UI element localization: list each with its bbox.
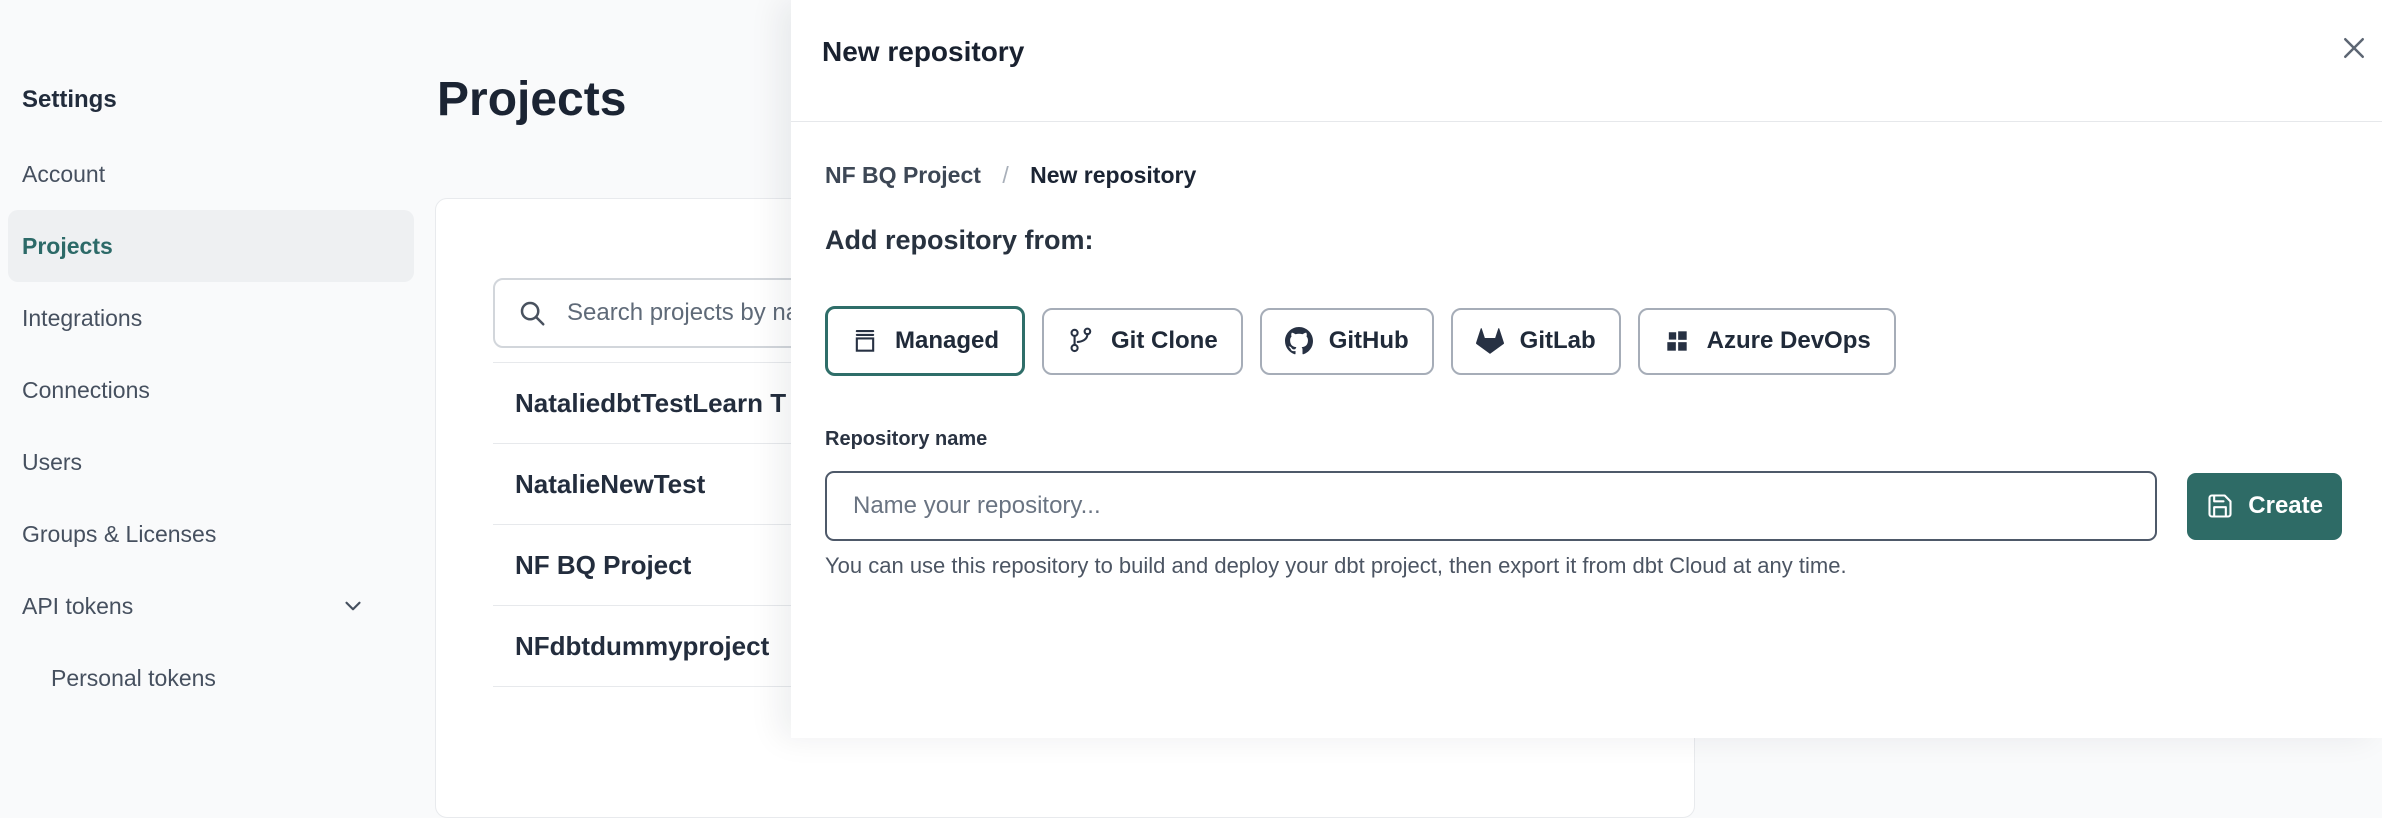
git-branch-icon xyxy=(1070,327,1092,353)
source-option-managed[interactable]: Managed xyxy=(825,306,1026,376)
modal-body: NF BQ Project / New repository Add repos… xyxy=(791,122,2382,579)
create-button[interactable]: Create xyxy=(2187,472,2342,540)
source-option-azure-devops[interactable]: Azure DevOps xyxy=(1637,307,1896,375)
sidebar-item-api-tokens[interactable]: API tokens xyxy=(8,570,414,642)
repository-name-row: Create xyxy=(825,471,2342,541)
sidebar-nav: Account Projects Integrations Connection… xyxy=(8,138,414,714)
repository-name-label: Repository name xyxy=(825,428,988,450)
sidebar-item-label: Account xyxy=(22,160,106,187)
source-option-label: Azure DevOps xyxy=(1706,327,1871,354)
sidebar-item-label: Integrations xyxy=(22,304,143,331)
search-icon xyxy=(520,301,545,326)
breadcrumb-separator: / xyxy=(1002,162,1009,188)
source-option-label: GitLab xyxy=(1519,327,1596,354)
sidebar-item-label: Personal tokens xyxy=(51,664,216,691)
new-repository-modal: New repository NF BQ Project / New repos… xyxy=(791,0,2382,738)
project-name: NatalieNewTest xyxy=(515,468,706,499)
create-button-label: Create xyxy=(2248,492,2323,519)
chevron-down-icon xyxy=(345,601,361,611)
source-option-github[interactable]: GitHub xyxy=(1259,307,1434,375)
save-icon xyxy=(2208,494,2232,518)
sidebar-title: Settings xyxy=(22,86,117,113)
sidebar-item-label: Projects xyxy=(22,232,113,259)
sidebar-item-connections[interactable]: Connections xyxy=(8,354,414,426)
section-heading: Add repository from: xyxy=(825,225,1094,255)
repository-icon xyxy=(855,330,875,352)
github-icon xyxy=(1284,327,1313,355)
project-name: NataliedbtTestLearn T xyxy=(515,387,787,418)
breadcrumb-current: New repository xyxy=(1030,162,1197,188)
sidebar-item-groups-licenses[interactable]: Groups & Licenses xyxy=(8,498,414,570)
sidebar-item-users[interactable]: Users xyxy=(8,426,414,498)
breadcrumb-parent[interactable]: NF BQ Project xyxy=(825,162,981,188)
modal-header: New repository xyxy=(791,0,2382,122)
sidebar-item-personal-tokens[interactable]: Personal tokens xyxy=(8,642,414,714)
sidebar-item-label: Groups & Licenses xyxy=(22,520,217,547)
sidebar-item-label: API tokens xyxy=(22,592,134,619)
sidebar-item-label: Connections xyxy=(22,376,150,403)
repository-name-input[interactable] xyxy=(825,471,2158,541)
source-option-label: Managed xyxy=(895,327,1000,354)
close-button[interactable] xyxy=(2332,26,2376,70)
modal-title: New repository xyxy=(822,36,1025,67)
repository-help-text: You can use this repository to build and… xyxy=(825,553,1847,578)
sidebar-item-integrations[interactable]: Integrations xyxy=(8,282,414,354)
repository-source-options: Managed Git Clone GitHub GitLab Azure De… xyxy=(825,306,2342,376)
source-option-label: GitHub xyxy=(1328,327,1409,354)
source-option-gitlab[interactable]: GitLab xyxy=(1450,307,1621,375)
azure-devops-icon xyxy=(1666,331,1687,351)
sidebar-item-projects[interactable]: Projects xyxy=(8,210,414,282)
source-option-git-clone[interactable]: Git Clone xyxy=(1042,307,1243,375)
sidebar-item-account[interactable]: Account xyxy=(8,138,414,210)
sidebar-item-label: Users xyxy=(22,448,83,475)
breadcrumb: NF BQ Project / New repository xyxy=(825,162,2342,189)
project-list: NataliedbtTestLearn T NatalieNewTest NF … xyxy=(493,362,1653,687)
gitlab-icon xyxy=(1475,328,1504,354)
close-icon xyxy=(2344,38,2364,58)
source-option-label: Git Clone xyxy=(1111,327,1218,354)
page-title: Projects xyxy=(437,73,627,126)
project-name: NF BQ Project xyxy=(515,549,692,580)
project-name: NFdbtdummyproject xyxy=(515,630,770,661)
